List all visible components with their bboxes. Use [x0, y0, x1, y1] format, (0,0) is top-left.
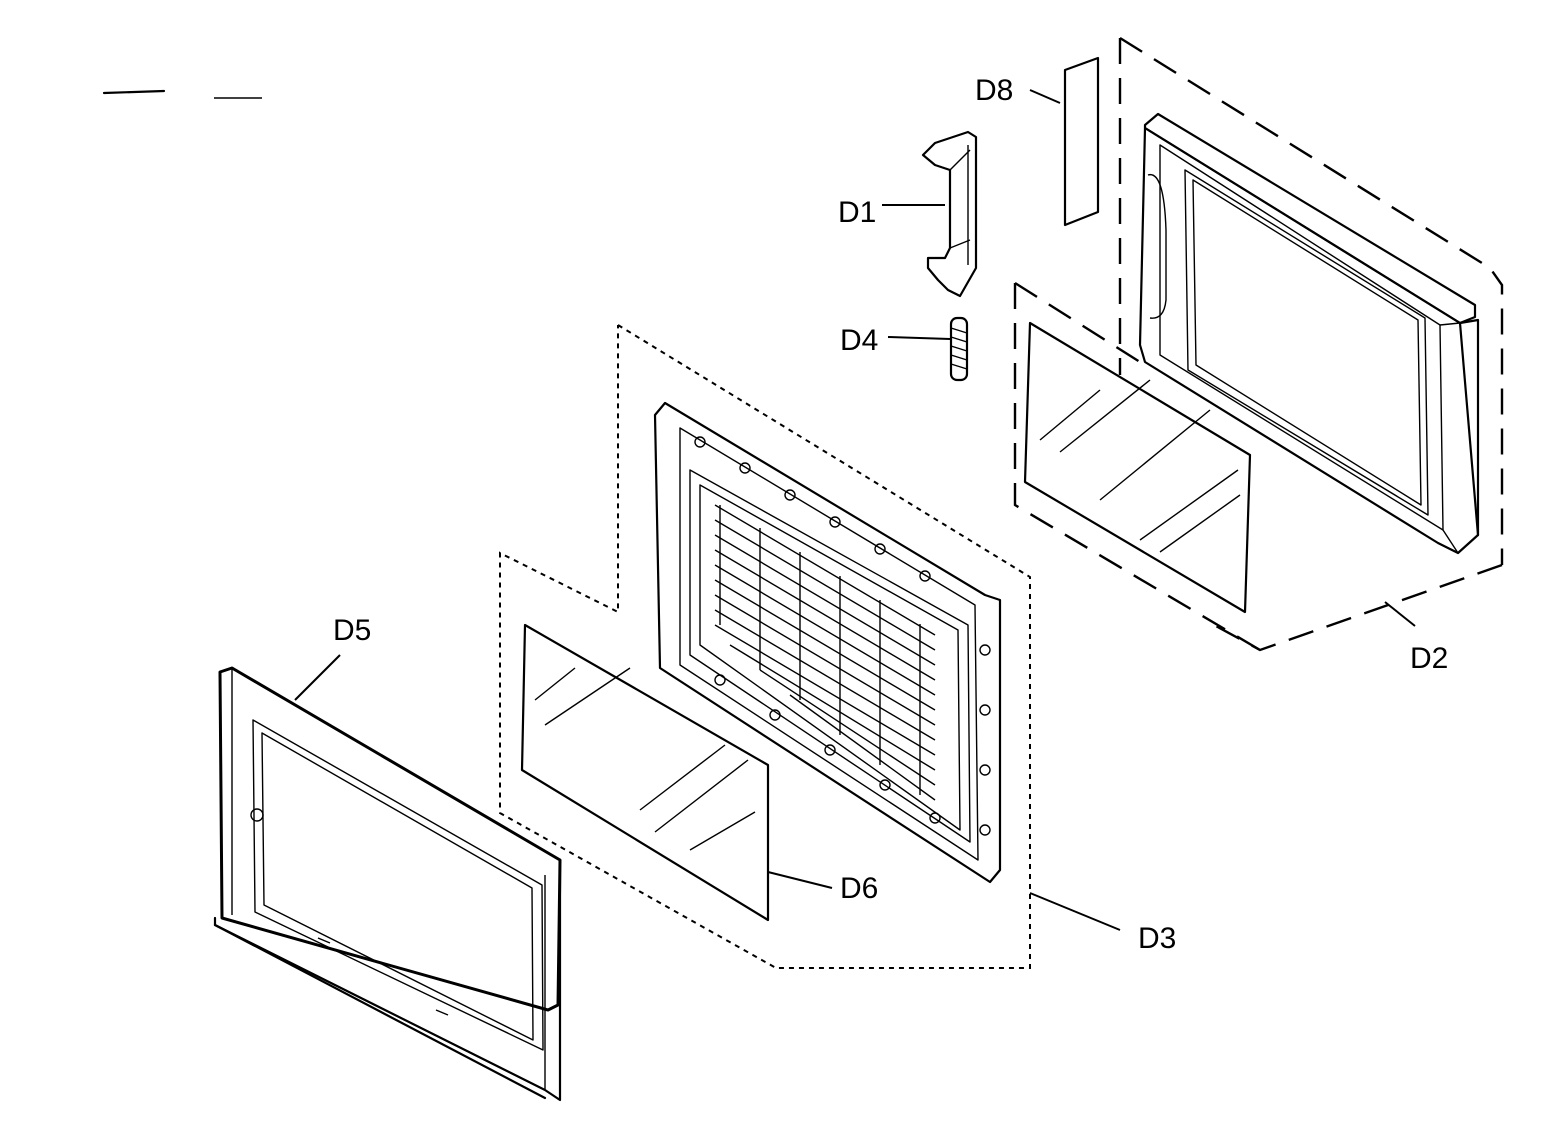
inner-door-panel-d3 — [499, 324, 1031, 969]
leader-lines — [294, 89, 1416, 931]
front-frame-d5 — [213, 666, 562, 1102]
label-d8: D8 — [975, 74, 1013, 107]
choke-frame — [653, 401, 1002, 884]
perforated-mesh — [714, 504, 936, 801]
label-d1: D1 — [838, 196, 876, 229]
inner-glass-panel — [1023, 321, 1252, 614]
frame-tabs — [694, 436, 991, 836]
label-d2: D2 — [1410, 642, 1448, 675]
label-d4: D4 — [840, 324, 878, 357]
label-d5: D5 — [333, 614, 371, 647]
strip-d8 — [1063, 56, 1100, 227]
spring-d4 — [949, 316, 969, 382]
stray-marks — [102, 89, 262, 99]
glass-pane-d6 — [520, 623, 770, 922]
outer-door-frame — [1138, 112, 1480, 555]
label-d6: D6 — [840, 872, 878, 905]
latch-hook-d1 — [921, 130, 978, 298]
label-d3: D3 — [1138, 922, 1176, 955]
door-assembly-d2 — [1013, 36, 1504, 652]
